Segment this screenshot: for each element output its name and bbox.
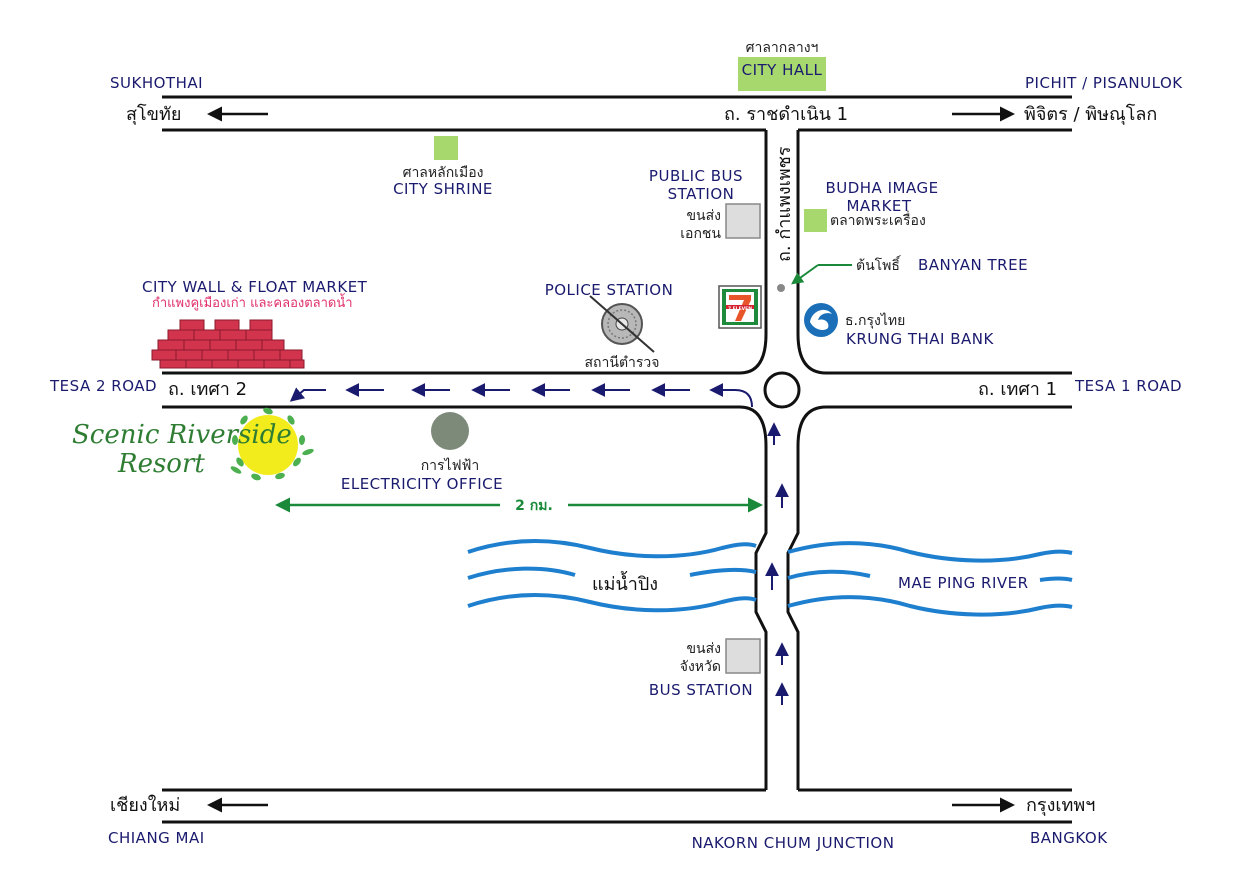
- chiang-mai-label-th: เชียงใหม่: [110, 794, 180, 816]
- roundabout-corner-se: [796, 405, 827, 447]
- route-arrow-to-resort: [289, 387, 326, 402]
- route-arrow-curve: [709, 383, 753, 408]
- budha-market-label-th: ตลาดพระเครื่อง: [830, 211, 926, 229]
- bank-label-en: KRUNG THAI BANK: [846, 330, 995, 348]
- bus-station-marker: [725, 638, 761, 674]
- river-wave-3-right: [787, 595, 1073, 617]
- bangkok-label-th: กรุงเทพฯ: [1026, 795, 1095, 816]
- bank-label-th: ธ.กรุงไทย: [845, 312, 905, 329]
- river-wave-2-right: [787, 569, 871, 580]
- river-label-th: แม่น้ำปิง: [592, 571, 658, 595]
- tesa2-road-label-en: TESA 2 ROAD: [49, 377, 157, 395]
- river-wave-1-right: [787, 541, 1073, 563]
- banyan-tree-dot: [777, 284, 785, 292]
- vertical-road-label-th: ถ. กำแพงเพชร: [774, 146, 795, 262]
- resort-name-line1: Scenic Riverside: [72, 420, 292, 450]
- bus-station-label-th-1: ขนส่ง: [686, 641, 721, 657]
- city-hall-label-th: ศาลากลางฯ: [746, 40, 819, 56]
- budha-market-label-en-2: MARKET: [846, 197, 911, 215]
- city-shrine-marker: [434, 136, 458, 160]
- city-hall-marker: [738, 57, 826, 91]
- river-label-en: MAE PING RIVER: [898, 574, 1029, 592]
- public-bus-label-en-2: STATION: [668, 185, 735, 203]
- police-label-en: POLICE STATION: [545, 281, 674, 299]
- river: [467, 538, 1073, 617]
- public-bus-label-en-1: PUBLIC BUS: [649, 167, 743, 185]
- bus-station-label-th-2: จังหวัด: [680, 659, 721, 675]
- city-wall-label-th: กำแพงคูเมืองเก่า และคลองตลาดน้ำ: [152, 293, 353, 311]
- roundabout-corner-nw: [739, 333, 768, 375]
- public-bus-label-th-1: ขนส่ง: [686, 208, 721, 224]
- electricity-label-en: ELECTRICITY OFFICE: [341, 475, 503, 493]
- electricity-office-marker: [431, 412, 469, 450]
- tesa2-road-label-th: ถ. เทศา 2: [168, 379, 247, 400]
- roundabout-corner-sw: [739, 405, 768, 447]
- city-direction-arrows: [207, 106, 1015, 813]
- banyan-pointer-diag: [791, 264, 819, 285]
- bus-station-label-en: BUS STATION: [649, 681, 753, 699]
- banyan-label-th: ต้นโพธิ์: [856, 255, 902, 274]
- river-wave-3-left: [467, 592, 757, 613]
- roundabout: [763, 371, 801, 409]
- roads: [162, 95, 1072, 824]
- budha-market-label-en-1: BUDHA IMAGE: [825, 179, 938, 197]
- sukhothai-label-en: SUKHOTHAI: [110, 74, 203, 92]
- city-hall-label-en: CITY HALL: [742, 61, 823, 79]
- river-wave-1-left: [467, 538, 757, 559]
- distance-label: 2 กม.: [515, 498, 553, 514]
- police-station-badge: [589, 295, 655, 353]
- bangkok-label-en: BANGKOK: [1030, 829, 1108, 847]
- pichit-label-th: พิจิตร / พิษณุโลก: [1024, 103, 1157, 125]
- pichit-label-en: PICHIT / PISANULOK: [1025, 74, 1183, 92]
- banyan-label-en: BANYAN TREE: [918, 256, 1028, 274]
- river-wave-2-right-b: [1039, 576, 1073, 582]
- seven-eleven-logo: 7 ELEVEN: [718, 285, 762, 329]
- city-wall-label-en: CITY WALL & FLOAT MARKET: [142, 278, 368, 296]
- route-arrows: [289, 383, 789, 705]
- krung-thai-bank-logo: [804, 303, 838, 337]
- city-shrine-label-th: ศาลหลักเมือง: [403, 165, 484, 181]
- resort-logo-wreath: [230, 407, 314, 481]
- tesa1-road-label-th: ถ. เทศา 1: [978, 379, 1057, 400]
- river-wave-2-left: [467, 566, 576, 580]
- junction-label-en: NAKORN CHUM JUNCTION: [692, 834, 895, 852]
- seven-eleven-logo-text: 7 ELEVEN: [728, 306, 752, 312]
- city-shrine-label-en: CITY SHRINE: [393, 180, 493, 198]
- chiang-mai-label-en: CHIANG MAI: [108, 829, 205, 847]
- tesa1-road-label-en: TESA 1 ROAD: [1074, 377, 1182, 395]
- public-bus-station-marker: [725, 203, 761, 239]
- top-road-label-th: ถ. ราชดำเนิน 1: [724, 104, 848, 125]
- city-wall-bricks: [151, 319, 305, 369]
- public-bus-label-th-2: เอกชน: [680, 226, 721, 242]
- resort-name-line2: Resort: [117, 449, 205, 479]
- vertical-road-left-lower: [754, 446, 768, 790]
- police-label-th: สถานีตำรวจ: [585, 355, 660, 371]
- river-wave-2-left-b: [689, 567, 757, 577]
- electricity-label-th: การไฟฟ้า: [421, 457, 480, 474]
- roundabout-corner-ne: [796, 333, 827, 375]
- budha-market-marker: [804, 209, 827, 232]
- sukhothai-label-th: สุโขทัย: [126, 103, 181, 125]
- vertical-road-right-lower: [786, 446, 800, 790]
